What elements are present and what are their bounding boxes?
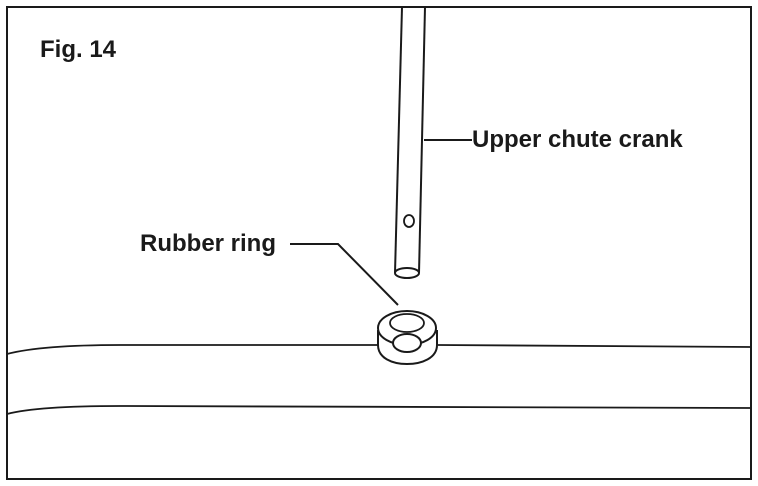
crank-end — [394, 267, 420, 279]
leader-line-ring — [290, 243, 399, 306]
chute-top-edge — [6, 344, 752, 355]
ring-bore — [392, 333, 422, 353]
figure-label: Fig. 14 — [40, 36, 117, 63]
rubber-ring — [377, 310, 438, 366]
figure-frame — [6, 6, 752, 480]
crank-hole — [403, 214, 415, 228]
callout-rubber-ring: Rubber ring — [140, 230, 276, 257]
upper-chute-crank — [394, 6, 426, 279]
chute-bottom-edge — [6, 405, 752, 415]
callout-upper-chute-crank: Upper chute crank — [472, 126, 683, 153]
